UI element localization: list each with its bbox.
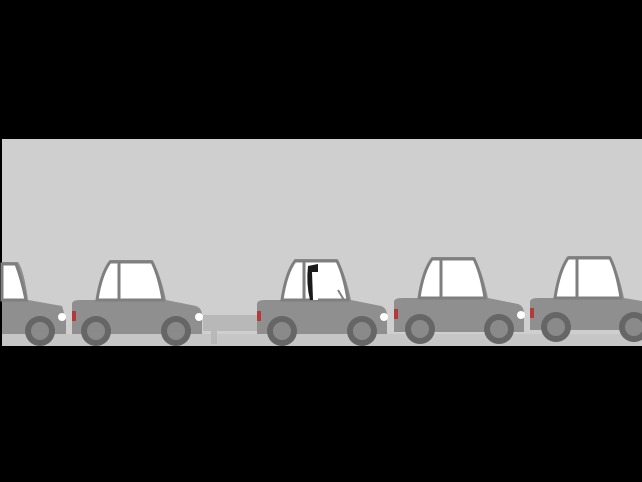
letterbox-bottom — [0, 346, 642, 482]
letterbox-top — [0, 0, 642, 140]
car-1 — [0, 262, 66, 346]
car-3 — [257, 259, 388, 346]
car-5 — [530, 256, 642, 342]
tow-hitch — [203, 315, 257, 344]
road-strip — [2, 334, 642, 346]
car-4 — [394, 257, 525, 344]
car-2 — [72, 260, 203, 346]
